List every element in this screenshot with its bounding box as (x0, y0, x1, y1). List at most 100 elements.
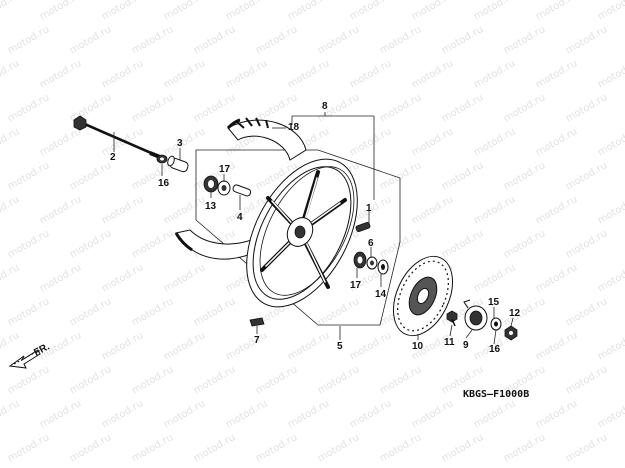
watermark-text: motod.ru (316, 364, 361, 396)
callout-2: 2 (110, 152, 116, 163)
watermark-text: motod.ru (130, 24, 175, 56)
watermark-text: motod.ru (564, 296, 609, 328)
watermark-text: motod.ru (162, 194, 207, 226)
callout-17-left: 17 (219, 164, 231, 175)
callout-4: 4 (237, 212, 243, 223)
watermark-text: motod.ru (472, 262, 517, 294)
watermark-text: motod.ru (440, 160, 485, 192)
watermark-text: motod.ru (316, 432, 361, 464)
callout-15: 15 (488, 297, 500, 308)
watermark-text: motod.ru (440, 432, 485, 464)
watermark-text: motod.ru (596, 330, 625, 362)
watermark-text: motod.ru (348, 398, 393, 430)
watermark-text: motod.ru (6, 92, 51, 124)
watermark-text: motod.ru (6, 296, 51, 328)
watermark-text: motod.ru (316, 24, 361, 56)
watermark-text: motod.ru (534, 126, 579, 158)
watermark-text: motod.ru (254, 364, 299, 396)
watermark-text: motod.ru (38, 0, 83, 23)
watermark-text: motod.ru (162, 330, 207, 362)
watermark-text: motod.ru (596, 126, 625, 158)
watermark-text: motod.ru (162, 126, 207, 158)
watermark-text: motod.ru (348, 58, 393, 90)
tire (174, 117, 307, 260)
watermark-text: motod.ru (472, 194, 517, 226)
watermark-text: motod.ru (378, 24, 423, 56)
watermark-text: motod.ru (192, 432, 237, 464)
watermark-text: motod.ru (472, 58, 517, 90)
watermark-text: motod.ru (130, 92, 175, 124)
callout-17-right: 17 (350, 280, 362, 291)
watermark-text: motod.ru (100, 262, 145, 294)
watermark-text: motod.ru (596, 58, 625, 90)
watermark-text: motod.ru (534, 0, 579, 23)
dust-seal-right (490, 317, 502, 331)
watermark-text: motod.ru (0, 0, 21, 23)
callout-labels: 2 16 3 17 13 4 18 8 1 6 17 14 5 7 10 11 … (110, 101, 521, 355)
callout-11: 11 (444, 337, 455, 348)
watermark-text: motod.ru (378, 228, 423, 260)
watermark-text: motod.ru (564, 92, 609, 124)
watermark-text: motod.ru (254, 24, 299, 56)
watermark-text: motod.ru (440, 228, 485, 260)
watermark-text: motod.ru (6, 160, 51, 192)
watermark-text: motod.ru (534, 330, 579, 362)
tire-valve (249, 317, 265, 327)
watermark-text: motod.ru (6, 24, 51, 56)
watermark-text: motod.ru (38, 126, 83, 158)
watermark-text: motod.ru (596, 398, 625, 430)
watermark-text: motod.ru (38, 58, 83, 90)
watermark-text: motod.ru (348, 330, 393, 362)
callout-14: 14 (375, 289, 387, 300)
watermark-text: motod.ru (68, 228, 113, 260)
watermark-text: motod.ru (0, 262, 21, 294)
watermark-text: motod.ru (596, 194, 625, 226)
speedometer-gearbox (463, 299, 488, 331)
axle-nut-left (156, 154, 168, 164)
watermark-text: motod.ru (286, 398, 331, 430)
callout-10: 10 (412, 341, 424, 352)
watermark-text: motod.ru (6, 432, 51, 464)
disc-bolt (355, 221, 371, 233)
watermark-text: motod.ru (596, 0, 625, 23)
watermark-text: motod.ru (0, 194, 21, 226)
watermark-text: motod.ru (68, 160, 113, 192)
wheel-rim (246, 158, 358, 308)
watermark-text: motod.ru (410, 0, 455, 23)
watermark-text: motod.ru (502, 432, 547, 464)
watermark-text: motod.ru (38, 398, 83, 430)
watermark-text: motod.ru (534, 262, 579, 294)
watermark-text: motod.ru (378, 432, 423, 464)
watermark-text: motod.ru (100, 58, 145, 90)
diagram-code: KBGS–F1000B (463, 389, 529, 400)
watermark-text: motod.ru (192, 364, 237, 396)
watermark-text: motod.ru (6, 228, 51, 260)
watermark-text: motod.ru (534, 194, 579, 226)
watermark-text: motod.ru (378, 364, 423, 396)
center-spacer (232, 184, 252, 197)
watermark-text: motod.ru (316, 296, 361, 328)
watermark-text: motod.ru (410, 398, 455, 430)
watermark-text: motod.ru (502, 92, 547, 124)
watermark-text: motod.ru (0, 398, 21, 430)
watermark-text: motod.ru (502, 160, 547, 192)
watermark-text: motod.ru (564, 24, 609, 56)
callout-5: 5 (337, 341, 343, 352)
disc-mount-bolt (446, 310, 458, 327)
callout-6: 6 (368, 238, 374, 249)
watermark-text: motod.ru (224, 0, 269, 23)
brake-disc (392, 255, 454, 337)
watermark-text: motod.ru (286, 58, 331, 90)
watermark-text: motod.ru (348, 126, 393, 158)
watermark-text: motod.ru (564, 432, 609, 464)
watermark-text: motod.ru (224, 330, 269, 362)
watermark-text: motod.ru (286, 0, 331, 23)
callout-12: 12 (509, 308, 521, 319)
watermark-text: motod.ru (534, 58, 579, 90)
bearing-right (353, 251, 389, 275)
callout-7: 7 (254, 335, 260, 346)
watermark-text: motod.ru (100, 330, 145, 362)
distance-collar (167, 155, 189, 173)
watermark-text: motod.ru (378, 92, 423, 124)
